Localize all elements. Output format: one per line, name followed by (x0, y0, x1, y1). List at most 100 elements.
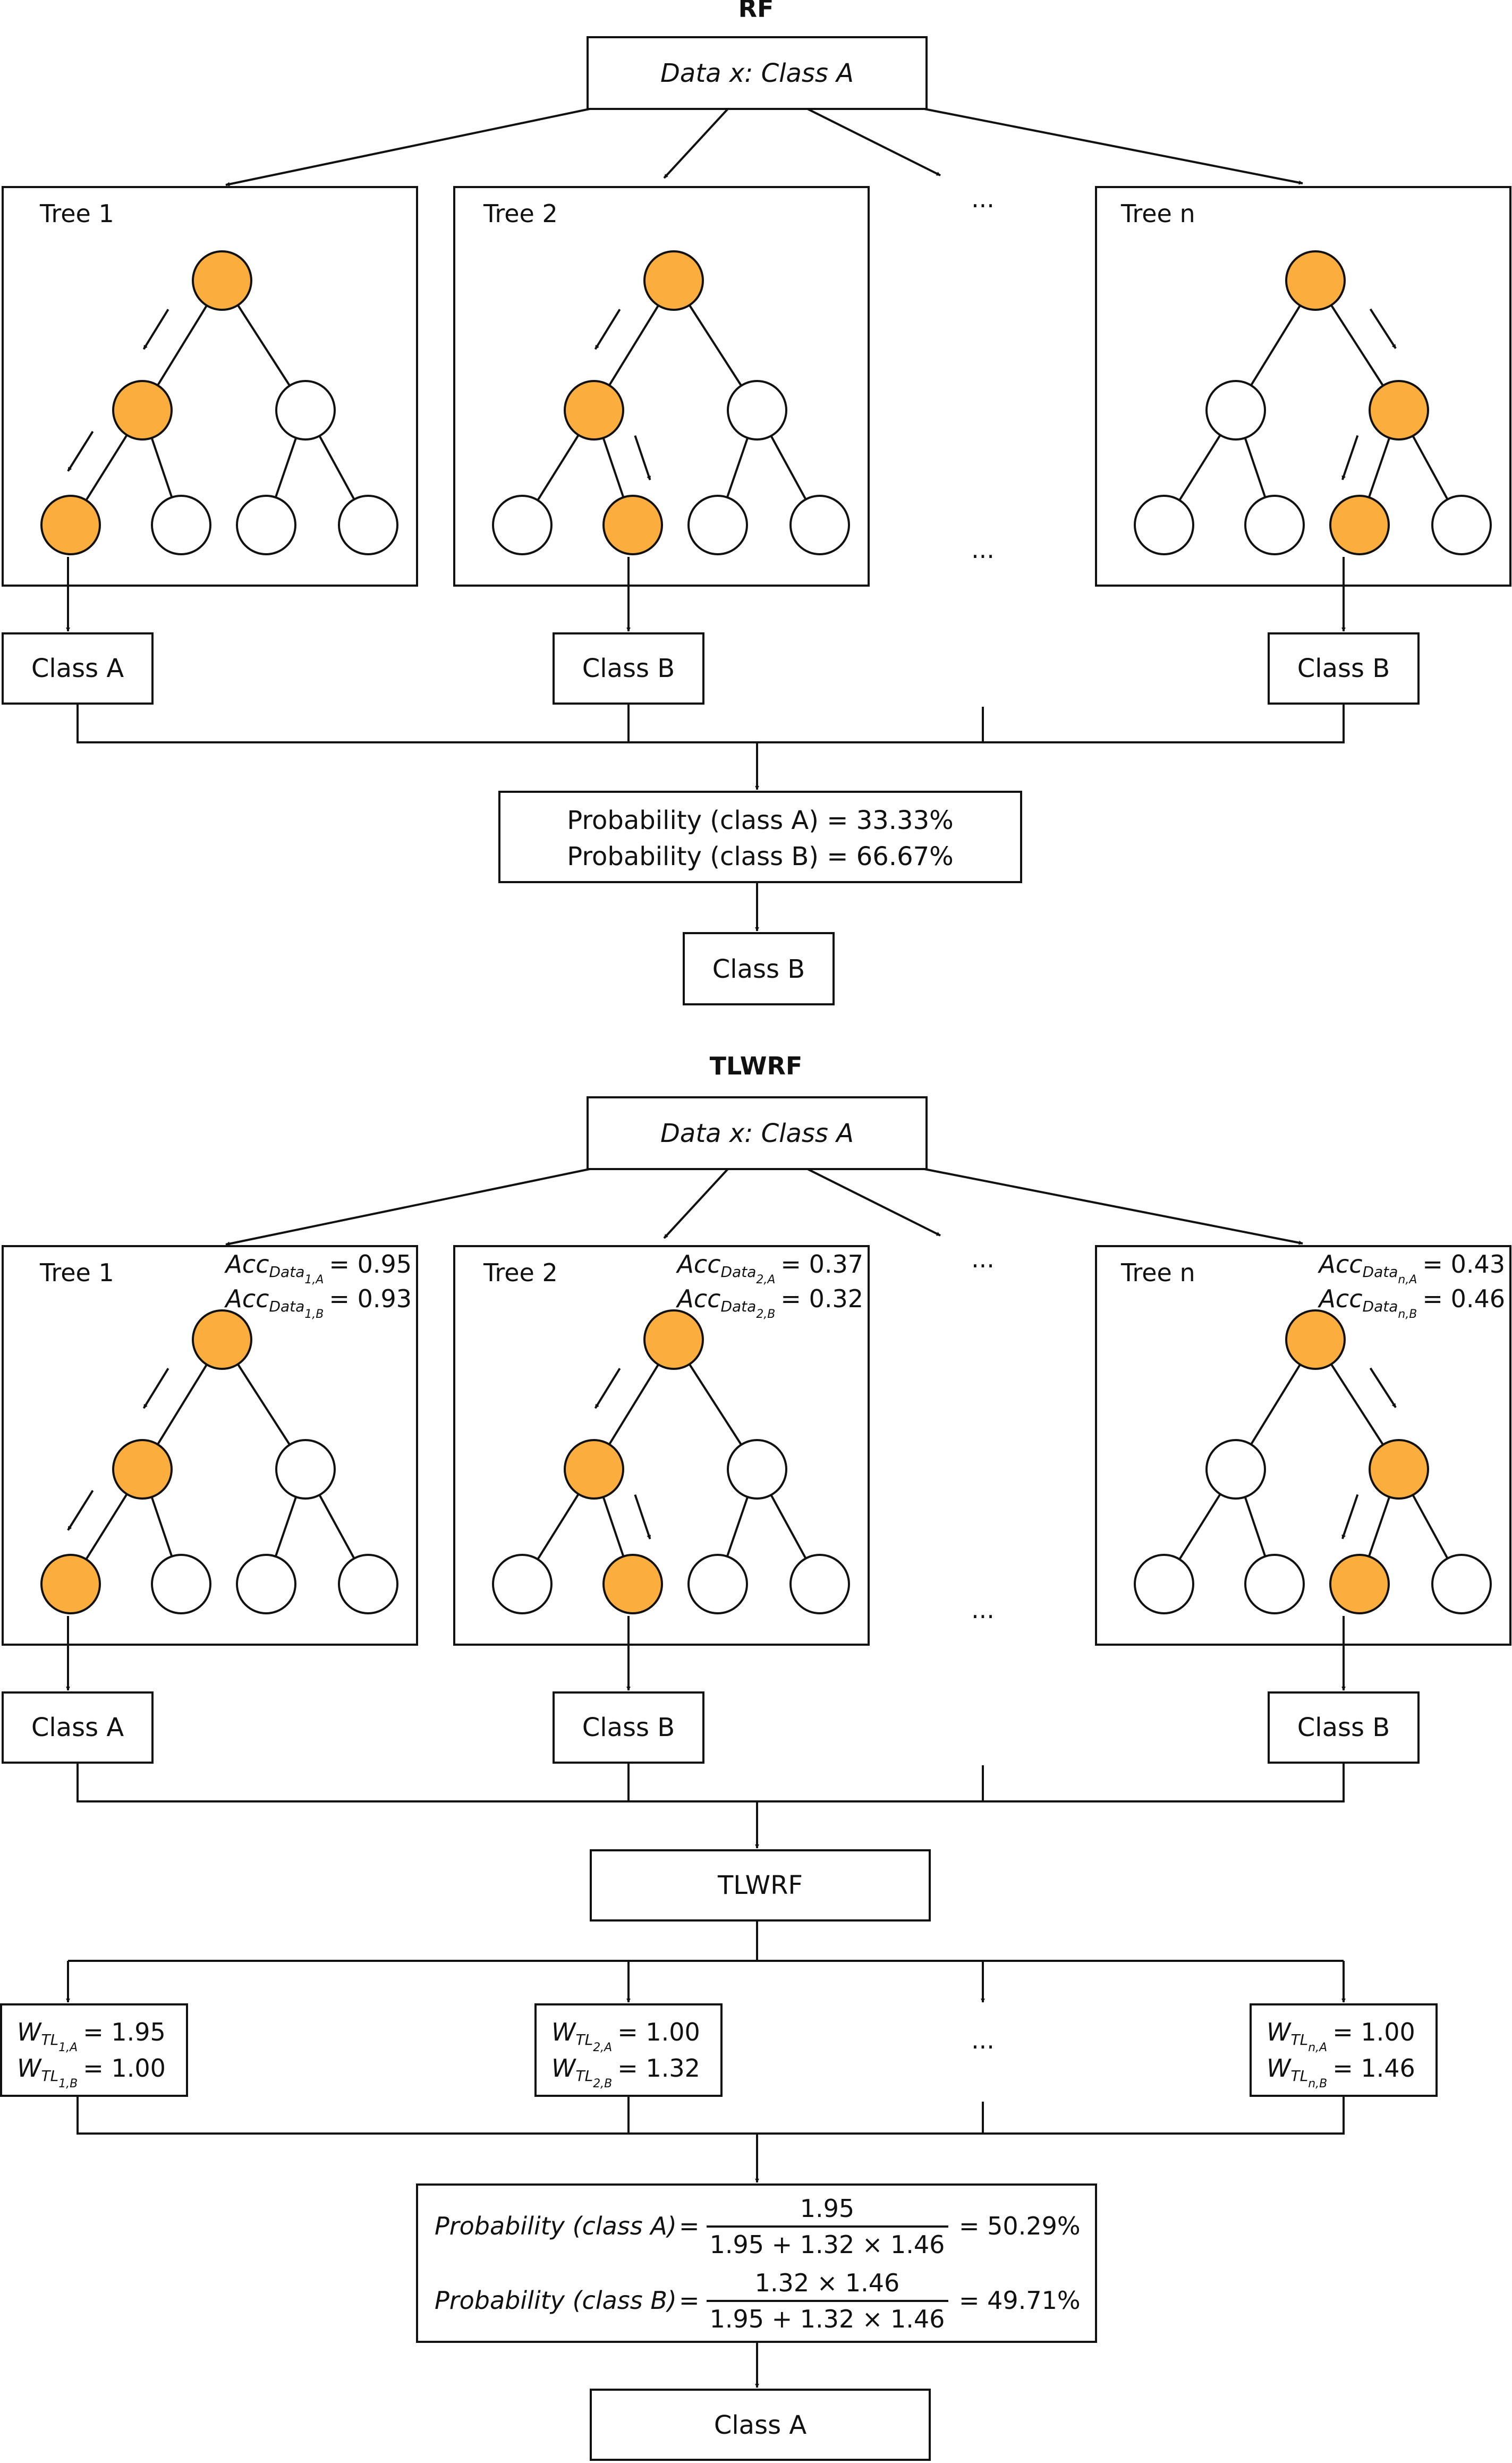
rf-tree-2: Tree 2 Class B (453, 186, 870, 705)
direction-arrow (1369, 308, 1397, 349)
tree-edge (85, 1493, 128, 1560)
tree-result-label: Class B (1297, 654, 1390, 683)
rf-title: RF (738, 0, 774, 23)
tree-name: Tree n (1120, 1258, 1195, 1287)
tree-node (789, 495, 850, 555)
rf-ellipsis-mid: ... (971, 535, 995, 564)
tree-node-active (112, 380, 173, 441)
acc-line-a: AccData2,A= 0.37 (675, 1250, 863, 1286)
tree-edge (150, 437, 173, 498)
tree-edge (157, 1364, 208, 1445)
weights-box (0, 2003, 188, 2097)
rf-tree-n: Tree n Class B (1095, 186, 1511, 705)
rf-prob-b: Probability (class B) = 66.67% (567, 842, 954, 871)
acc-line-b: AccDatan,B= 0.46 (1317, 1284, 1505, 1321)
tree-edge (318, 1494, 355, 1559)
tree-node (1205, 1439, 1266, 1500)
weights-box (534, 2003, 723, 2097)
tree-node (338, 495, 398, 555)
tree-node-active (1329, 1554, 1390, 1614)
tree-edge (1412, 1494, 1449, 1559)
tree-node-active (192, 250, 252, 311)
tlwrf-data-label: Data x: Class A (660, 1119, 854, 1148)
tree-edge (1330, 1364, 1384, 1445)
tree-edge (237, 304, 291, 386)
tree-edge (157, 304, 208, 386)
tree-node (275, 380, 336, 441)
prob-b-label: Probability (class B) (435, 2286, 677, 2315)
direction-arrow (67, 430, 94, 472)
tree-result-label: Class B (1297, 1713, 1390, 1742)
tree-name: Tree 1 (39, 199, 114, 228)
weight-line-a: WTL2,A= 1.00 (551, 2018, 700, 2054)
tlwrf-arrow-data-tree2 (663, 1168, 729, 1239)
tree-result-box (553, 1691, 704, 1764)
tree-edge (608, 1364, 659, 1445)
tree-edge (689, 1364, 742, 1445)
tree-edge (1178, 1493, 1221, 1560)
tree-node (236, 495, 296, 555)
tree-node (1134, 495, 1194, 555)
tree-edge (1250, 304, 1301, 386)
tree-node (492, 495, 553, 555)
direction-arrow (634, 435, 651, 480)
tree-edge (1250, 1364, 1301, 1445)
tree-node-active (602, 1554, 663, 1614)
tlwrf-ellipsis-top: ... (971, 1245, 995, 1273)
tree-result-label: Class A (31, 1713, 124, 1742)
tree-edge (1412, 435, 1449, 500)
tree-edge (1330, 304, 1384, 386)
tree-name: Tree 2 (483, 1258, 558, 1287)
tlwrf-probability-box (416, 2183, 1097, 2343)
tree-node (338, 1554, 398, 1614)
tree-node (1431, 495, 1492, 555)
tree-result-box (1268, 1691, 1420, 1764)
tree-node (1244, 495, 1305, 555)
prob-b-num: 1.32 × 1.46 (755, 2269, 900, 2297)
tree-result-box (553, 632, 704, 705)
weight-line-b: WTL2,B= 1.32 (551, 2054, 700, 2090)
tree-edge (150, 1496, 173, 1557)
prob-b-result: = 49.71% (959, 2286, 1081, 2315)
tree-node (727, 380, 787, 441)
tree-node-active (564, 1439, 624, 1500)
weights-box (1250, 2003, 1438, 2097)
prob-a-label: Probability (class A) (435, 2212, 677, 2240)
rf-data-label: Data x: Class A (660, 58, 854, 88)
tlwrf-arrow-data-more (807, 1168, 941, 1237)
rf-arrow-data-treen (924, 108, 1303, 185)
tlwrf-ellipsis-weights: ... (971, 2026, 995, 2054)
tlwrf-weights-collector-line (77, 2096, 1345, 2135)
tree-edge (689, 304, 742, 386)
tree-node (151, 495, 211, 555)
direction-arrow (142, 309, 169, 350)
tree-node-active (1329, 495, 1390, 555)
tree-edge (1178, 434, 1221, 501)
weights-tree-2: WTL2,A= 1.00 WTL2,B= 1.32 (534, 2003, 723, 2097)
prob-b-den: 1.95 + 1.32 × 1.46 (710, 2305, 945, 2333)
tlwrf-final-box (590, 2389, 931, 2461)
tree-edge (770, 1494, 807, 1559)
direction-arrow (1341, 1494, 1359, 1539)
tree-result-label: Class A (31, 654, 124, 683)
tlwrf-title: TLWRF (710, 1052, 803, 1080)
rf-data-box (587, 36, 928, 110)
tree-node-active (1369, 380, 1429, 441)
tree-result-label: Class B (582, 654, 675, 683)
tree-node (687, 1554, 748, 1614)
tree-edge (608, 304, 659, 386)
tlwrf-section: TLWRF Data x: Class A ... ... Tree 1 Acc… (0, 1052, 1511, 2461)
tree-node (727, 1439, 787, 1500)
direction-arrow (142, 1368, 169, 1409)
direction-arrow (594, 1368, 621, 1409)
tlwrf-collector-line (77, 1763, 1345, 1802)
tlwrf-ellipsis-mid: ... (971, 1595, 995, 1624)
tree-node-active (192, 1309, 252, 1370)
weight-line-b: WTLn,B= 1.46 (1267, 2054, 1415, 2090)
acc-line-a: AccDatan,A= 0.43 (1317, 1250, 1505, 1286)
tree-result-box (1268, 632, 1420, 705)
tree-node (1205, 380, 1266, 441)
weight-line-b: WTL1,B= 1.00 (17, 2054, 166, 2090)
tree-edge (1367, 1496, 1391, 1557)
prob-a-num: 1.95 (800, 2194, 854, 2223)
